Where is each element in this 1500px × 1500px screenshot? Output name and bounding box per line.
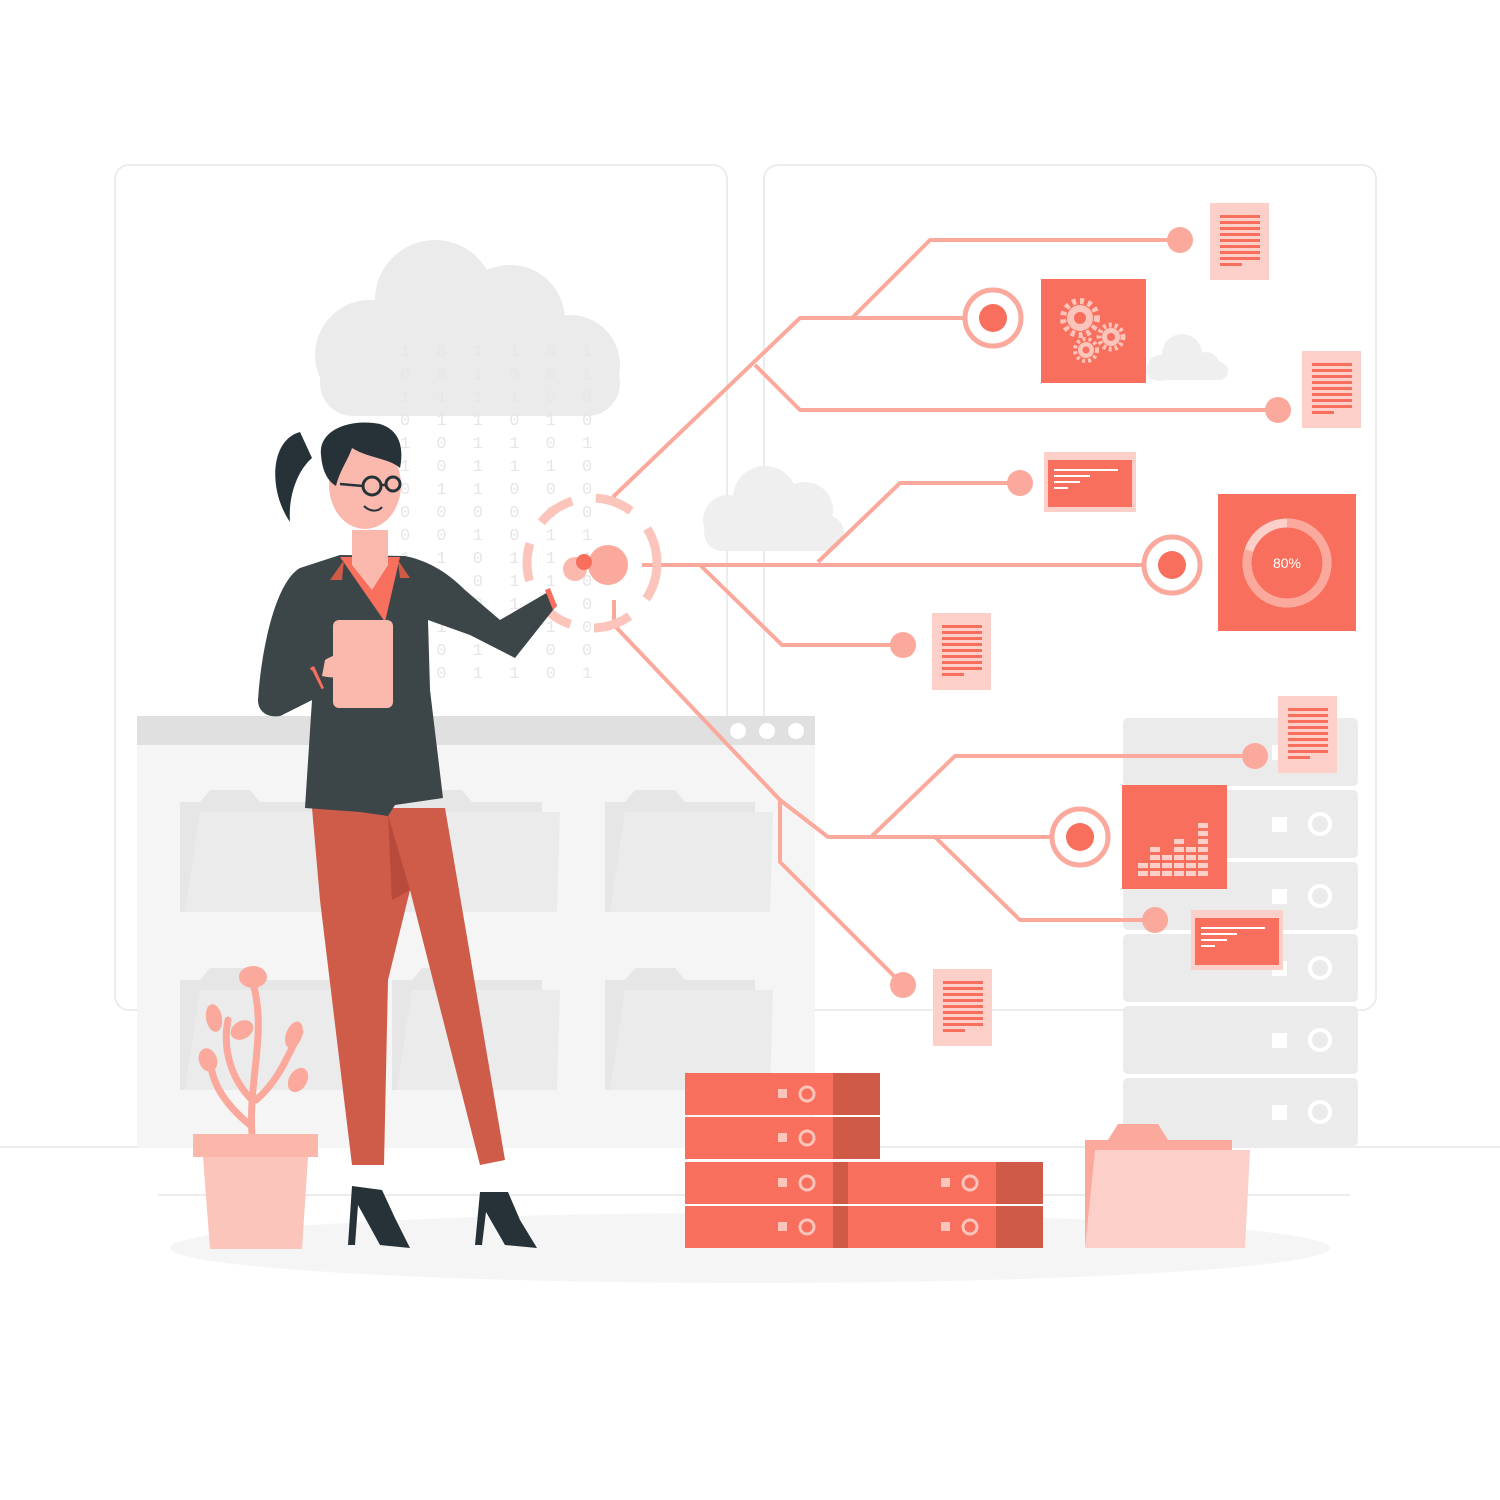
small-cloud-icon	[703, 466, 844, 551]
equalizer-block	[1138, 863, 1148, 868]
progress-donut-arc	[1242, 518, 1332, 608]
gear-icon	[1073, 337, 1099, 363]
progress-donut-label: 80%	[1273, 555, 1301, 571]
server-unit	[848, 1206, 1043, 1248]
equalizer-block	[1174, 871, 1184, 876]
network-lines	[612, 238, 1278, 987]
binary-digits: 0 0 1 1 0 1	[400, 665, 600, 684]
equalizer-block	[1150, 855, 1160, 860]
equalizer-block	[1198, 863, 1208, 868]
equalizer-block	[1186, 855, 1196, 860]
binary-digits: 1 1 1 1 0 0	[400, 389, 600, 408]
equalizer-block	[1198, 839, 1208, 844]
equalizer-block	[1186, 871, 1196, 876]
woman-figure	[258, 422, 592, 1248]
equalizer-block	[1150, 863, 1160, 868]
target-icon	[1141, 534, 1203, 596]
equalizer-block	[1186, 847, 1196, 852]
binary-digits: 0 1 1 0 0 0	[400, 481, 600, 500]
potted-plant	[193, 966, 318, 1249]
equalizer-block	[1198, 847, 1208, 852]
server-stack	[685, 1073, 1043, 1248]
binary-digits: 0 0 0 0 1 0	[400, 504, 600, 523]
small-cloud-icon	[1146, 334, 1228, 381]
binary-digits: 1 0 1 0 0 0	[400, 642, 600, 661]
folder-icon	[180, 790, 348, 912]
bar-chart-card	[1122, 785, 1227, 889]
equalizer-block	[1174, 847, 1184, 852]
equalizer-block	[1162, 855, 1172, 860]
folder-icon	[1085, 1124, 1250, 1248]
equalizer-block	[1150, 871, 1160, 876]
binary-digits: 1 1 0 1 1 1	[400, 550, 600, 569]
settings-card	[1041, 279, 1146, 383]
equalizer-block	[1186, 863, 1196, 868]
folder-icon	[180, 968, 348, 1090]
binary-digits: 0 0 1 0 1 1	[400, 527, 600, 546]
document-icon	[1210, 203, 1269, 280]
target-icon	[962, 287, 1024, 349]
equalizer-block	[1174, 863, 1184, 868]
equalizer-block	[1198, 855, 1208, 860]
document-icon	[1278, 696, 1337, 773]
equalizer-block	[1174, 839, 1184, 844]
cloud-icon	[315, 240, 620, 416]
server-unit	[1123, 1078, 1358, 1146]
document-icon	[1302, 351, 1361, 428]
binary-digits: 0 0 1 0 0 1	[400, 366, 600, 385]
server-unit	[685, 1073, 880, 1115]
document-icon	[933, 969, 992, 1046]
hub-target-icon	[522, 493, 662, 633]
target-icon	[1049, 806, 1111, 868]
folder-icon	[605, 968, 773, 1090]
folder-icon	[605, 790, 773, 912]
binary-digits: 0 1 1 0 1 0	[400, 412, 600, 431]
server-unit	[1123, 1006, 1358, 1074]
code-window-card	[1191, 910, 1283, 970]
equalizer-bars	[1138, 823, 1208, 876]
gear-icon	[1060, 298, 1100, 338]
equalizer-block	[1198, 823, 1208, 828]
binary-digits: 1 0 1 1 1 0	[400, 458, 600, 477]
server-unit	[848, 1162, 1043, 1204]
equalizer-block	[1138, 871, 1148, 876]
gear-icon	[1096, 322, 1126, 352]
binary-digits: 1 0 1 1 0 1	[400, 435, 600, 454]
binary-digits: 1 0 1 1 0 1	[400, 343, 600, 362]
equalizer-block	[1162, 863, 1172, 868]
server-unit	[685, 1117, 880, 1159]
equalizer-block	[1162, 871, 1172, 876]
document-icon	[932, 613, 991, 690]
equalizer-block	[1198, 831, 1208, 836]
progress-donut-card: 80%	[1218, 494, 1356, 631]
equalizer-block	[1198, 871, 1208, 876]
document-group	[932, 203, 1361, 1046]
equalizer-block	[1150, 847, 1160, 852]
network-node-dots	[890, 227, 1291, 998]
code-window-card	[1044, 452, 1136, 512]
equalizer-block	[1174, 855, 1184, 860]
